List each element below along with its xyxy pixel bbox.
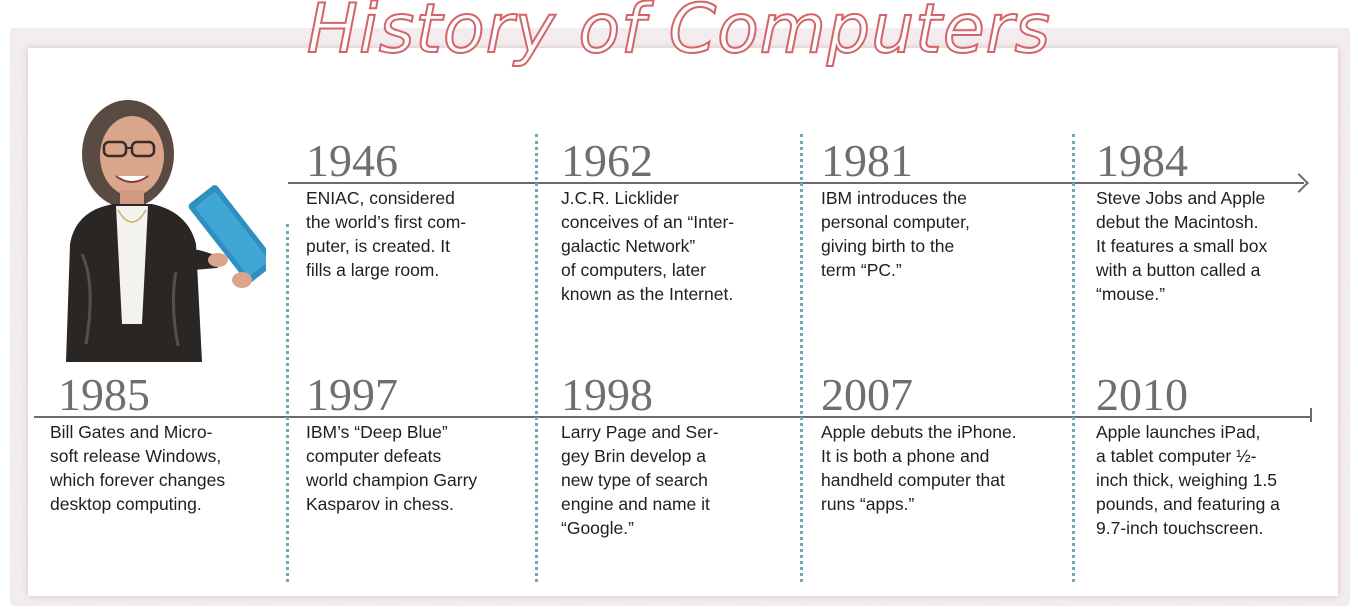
divider-1 xyxy=(286,224,289,582)
event-description: Apple debuts the iPhone. It is both a ph… xyxy=(821,422,1017,514)
year-label: 1997 xyxy=(306,369,398,420)
year-label: 1985 xyxy=(58,369,150,420)
event-description: Bill Gates and Micro- soft release Windo… xyxy=(50,422,226,514)
event-description: IBM’s “Deep Blue” computer defeats world… xyxy=(306,422,478,514)
event-description: Larry Page and Ser- gey Brin develop a n… xyxy=(561,422,719,538)
divider-4 xyxy=(1072,134,1075,582)
event-description: IBM introduces the personal computer, gi… xyxy=(821,188,970,280)
year-label: 1981 xyxy=(821,135,913,186)
presenter-photo xyxy=(56,84,266,362)
timeline-line-bottom xyxy=(34,416,1312,418)
timeline-line-top xyxy=(288,182,1304,184)
year-label: 1998 xyxy=(561,369,653,420)
event-description: J.C.R. Licklider conceives of an “Inter-… xyxy=(561,188,735,304)
divider-2 xyxy=(535,134,538,582)
year-label: 1962 xyxy=(561,135,653,186)
event-description: Steve Jobs and Apple debut the Macintosh… xyxy=(1096,188,1268,304)
timeline-end-tick xyxy=(1310,408,1312,422)
page-title: History of Computers xyxy=(306,0,1052,70)
year-label: 2007 xyxy=(821,369,913,420)
divider-3 xyxy=(800,134,803,582)
year-label: 1946 xyxy=(306,135,398,186)
event-description: Apple launches iPad, a tablet computer ½… xyxy=(1096,422,1280,538)
event-description: ENIAC, considered the world’s first com-… xyxy=(306,188,467,280)
year-label: 2010 xyxy=(1096,369,1188,420)
year-label: 1984 xyxy=(1096,135,1188,186)
